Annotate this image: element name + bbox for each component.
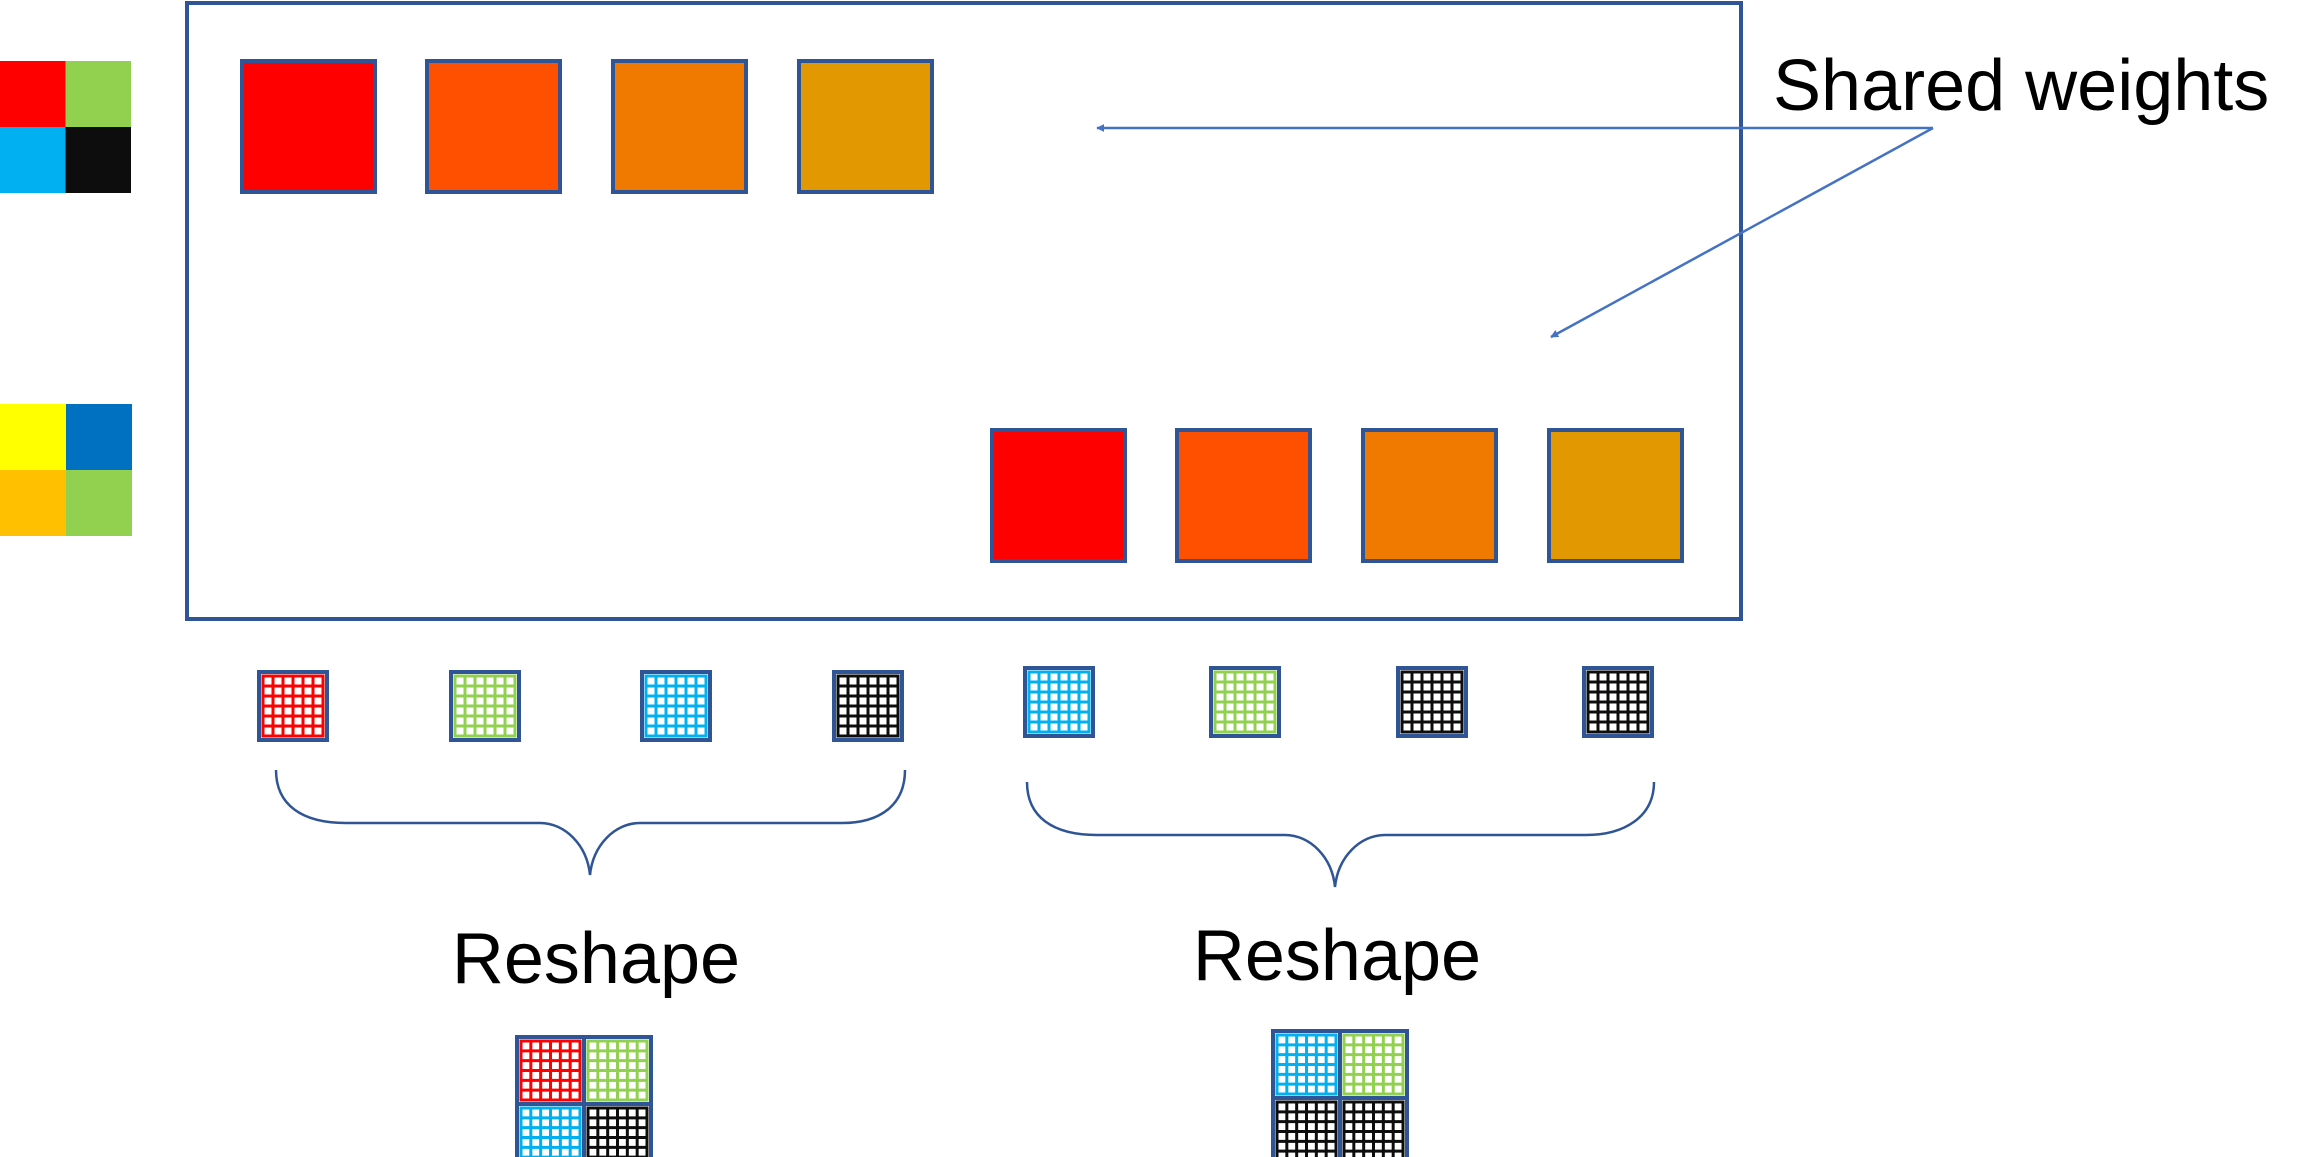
brace-right	[1025, 781, 1656, 888]
feature-map-square	[1209, 666, 1281, 738]
feature-map-square	[640, 670, 712, 742]
input-patches	[0, 61, 132, 536]
filter-square	[611, 59, 748, 194]
feature-map-square	[1023, 666, 1095, 738]
reshaped-cell	[582, 1102, 653, 1157]
filter-square	[797, 59, 934, 194]
filter-square	[240, 59, 377, 194]
input-cell	[0, 61, 66, 127]
brace-left	[274, 769, 907, 876]
feature-map-square	[1582, 666, 1654, 738]
filter-banks	[240, 59, 1684, 563]
reshaped-cell	[582, 1035, 653, 1106]
feature-map-square	[449, 670, 521, 742]
filter-square	[1175, 428, 1312, 563]
filter-row-1	[240, 59, 934, 194]
input-cell	[65, 127, 131, 193]
input-cell	[66, 470, 132, 536]
reshape-label-right: Reshape	[1193, 916, 1481, 996]
reshaped-right	[1271, 1029, 1409, 1157]
reshape-label-left: Reshape	[452, 919, 740, 999]
filter-square	[425, 59, 562, 194]
reshaped-cell	[1271, 1029, 1342, 1100]
reshaped-cell	[1338, 1096, 1409, 1157]
input-cell	[0, 470, 66, 536]
shared-weights-arrow-bottom	[1550, 126, 1934, 339]
feature-map-square	[1396, 666, 1468, 738]
filter-row-2	[990, 428, 1684, 563]
reshaped-outputs	[515, 1029, 1409, 1157]
reshaped-left	[515, 1035, 653, 1157]
reshaped-cell	[515, 1102, 586, 1157]
reshaped-cell	[1271, 1096, 1342, 1157]
feature-map-square	[257, 670, 329, 742]
shared-weights-frame	[185, 1, 1743, 621]
shared-weights-label: Shared weights	[1773, 46, 2269, 126]
filter-square	[990, 428, 1127, 563]
reshaped-cell	[1338, 1029, 1409, 1100]
input-cell	[66, 404, 132, 470]
filter-square	[1361, 428, 1498, 563]
filter-square	[1547, 428, 1684, 563]
input-cell	[65, 61, 131, 127]
feature-maps	[257, 666, 1654, 742]
input-cell	[0, 404, 66, 470]
input-patch-2	[0, 404, 132, 536]
input-cell	[0, 127, 66, 193]
reshaped-cell	[515, 1035, 586, 1106]
feature-map-square	[832, 670, 904, 742]
input-patch-1	[0, 61, 131, 193]
